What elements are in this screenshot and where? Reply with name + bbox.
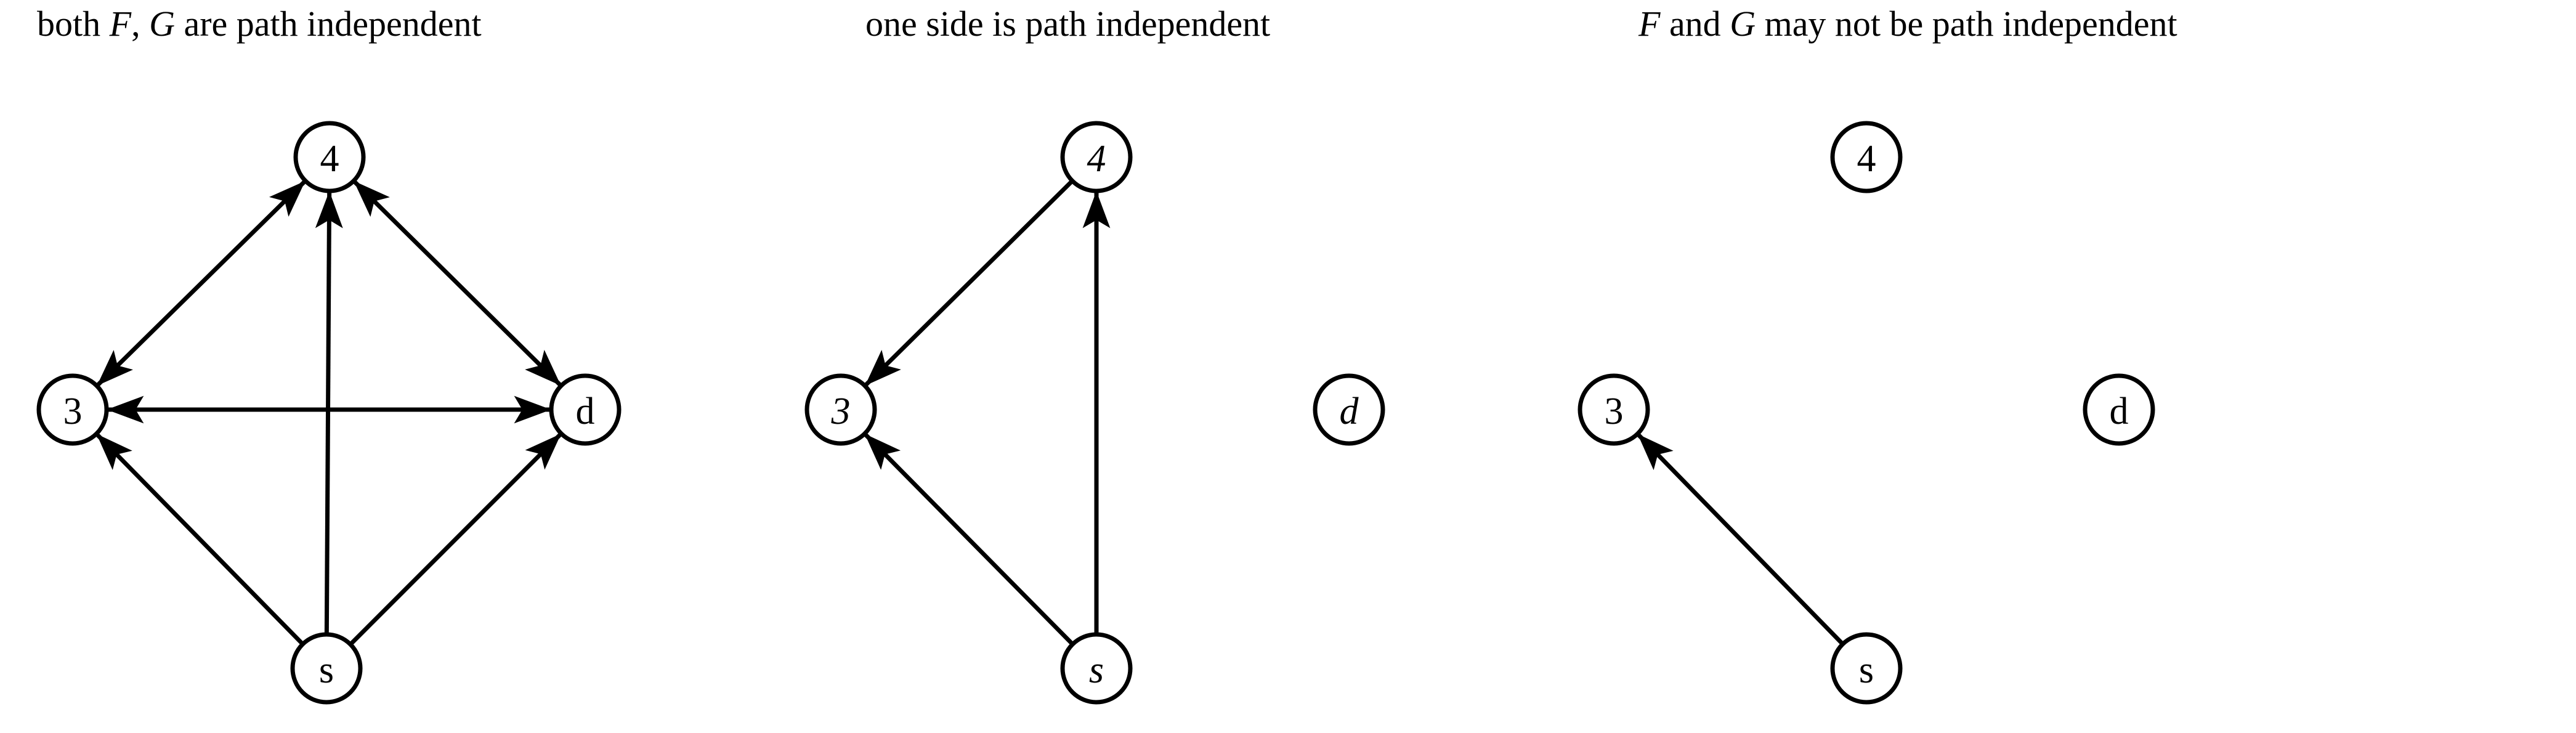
panel-3-caption: F and G may not be path independent (1638, 6, 2177, 42)
graph-node-s[interactable]: s (290, 632, 363, 705)
panel-1-caption: both F, G are path independent (37, 6, 482, 42)
node-circle (1313, 373, 1385, 446)
graph-node-4[interactable]: 4 (1830, 121, 1903, 193)
caption-segment: F (1638, 4, 1661, 44)
graph-edge (353, 180, 562, 386)
graph-node-3[interactable]: 3 (804, 373, 877, 446)
node-label: 3 (831, 391, 851, 432)
graph-node-4[interactable]: 4 (293, 121, 366, 193)
node-label: 4 (1857, 138, 1876, 180)
node-label: s (319, 649, 334, 691)
caption-segment: G (149, 4, 175, 44)
node-circle (2083, 373, 2155, 446)
node-circle (1060, 121, 1133, 193)
caption-segment: F (109, 4, 132, 44)
caption-segment: are path independent (174, 4, 482, 44)
graph-edge (315, 191, 343, 633)
graph-node-s[interactable]: s (1060, 632, 1133, 705)
panel-2-caption: one side is path independent (865, 6, 1270, 42)
graph-node-s[interactable]: s (1830, 632, 1903, 705)
graph-node-3[interactable]: 3 (36, 373, 109, 446)
node-label: s (1089, 649, 1104, 691)
node-label: d (576, 391, 595, 432)
graph-edge (864, 433, 1073, 645)
node-label: 4 (1087, 138, 1106, 180)
edges-group (96, 180, 1843, 645)
caption-segment: , (131, 4, 150, 44)
node-circle (1830, 121, 1903, 193)
node-circle (549, 373, 622, 446)
node-circle (290, 632, 363, 705)
graph-node-d[interactable]: d (549, 373, 622, 446)
graph-edge (350, 433, 562, 645)
caption-segment: and (1660, 4, 1730, 44)
node-label: s (1859, 649, 1874, 691)
caption-segment: one side is path independent (865, 4, 1271, 44)
graph-edge (864, 180, 1073, 386)
node-label: d (2110, 391, 2129, 432)
node-label: 3 (63, 391, 83, 432)
graph-edge (96, 180, 306, 386)
graph-node-d[interactable]: d (1313, 373, 1385, 446)
graph-node-d[interactable]: d (2083, 373, 2155, 446)
node-label: 3 (1605, 391, 1624, 432)
graph-edge (96, 433, 303, 645)
caption-segment: both (37, 4, 110, 44)
node-label: d (1340, 391, 1359, 432)
nodes-group: 4 3 d s 4 3 d s 4 3 d s (36, 121, 2155, 705)
node-label: 4 (320, 138, 339, 180)
graph-node-3[interactable]: 3 (1578, 373, 1650, 446)
node-circle (36, 373, 109, 446)
caption-segment: G (1730, 4, 1756, 44)
node-circle (1830, 632, 1903, 705)
caption-segment: may not be path independent (1756, 4, 2177, 44)
graph-edge (1637, 434, 1843, 644)
node-circle (1578, 373, 1650, 446)
node-circle (293, 121, 366, 193)
graph-node-4[interactable]: 4 (1060, 121, 1133, 193)
node-circle (1060, 632, 1133, 705)
node-circle (804, 373, 877, 446)
